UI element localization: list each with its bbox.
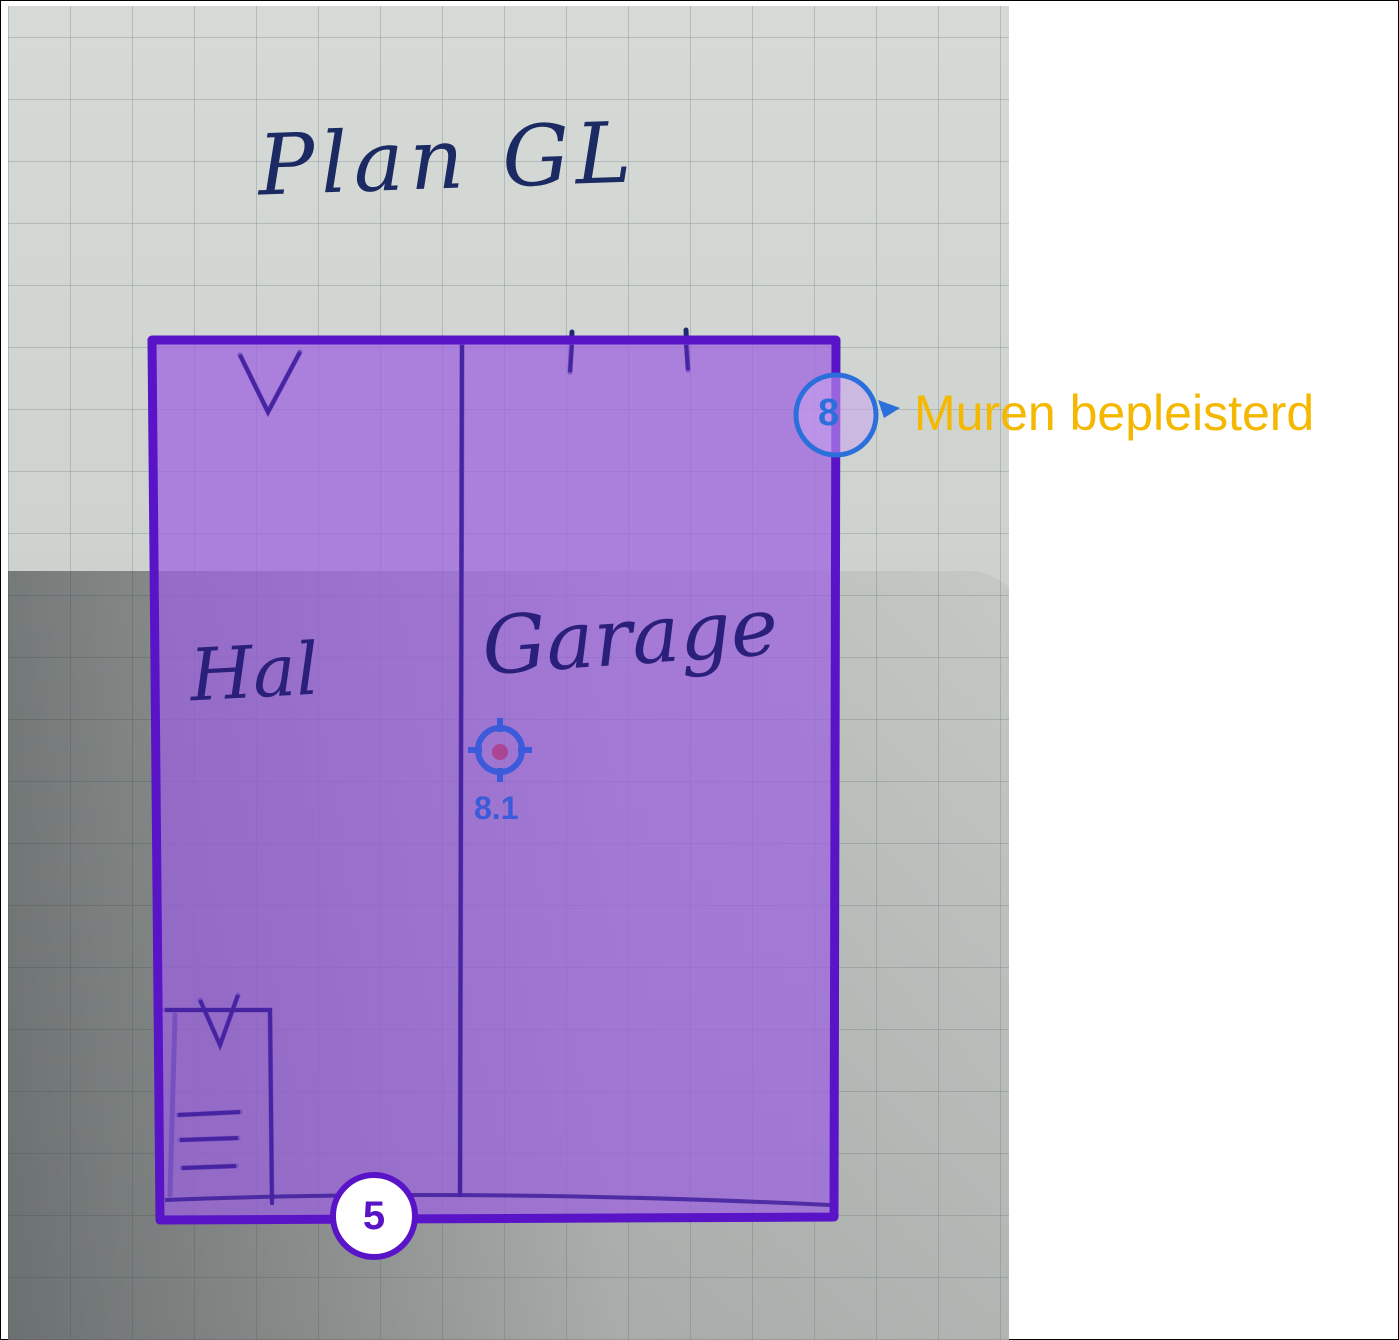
handwritten-room-hal: Hal [187, 626, 321, 718]
callout-text: Muren bepleisterd [914, 385, 1315, 441]
callout-number[interactable]: 8 [818, 392, 840, 434]
zone-polygon[interactable] [147, 335, 841, 1225]
interior-walls [164, 344, 831, 1207]
callout-pin[interactable] [793, 372, 900, 458]
crosshair-marker-icon[interactable] [468, 718, 532, 782]
zone-number-badge[interactable]: 5 [330, 1172, 418, 1260]
marker-label: 8.1 [474, 790, 519, 826]
